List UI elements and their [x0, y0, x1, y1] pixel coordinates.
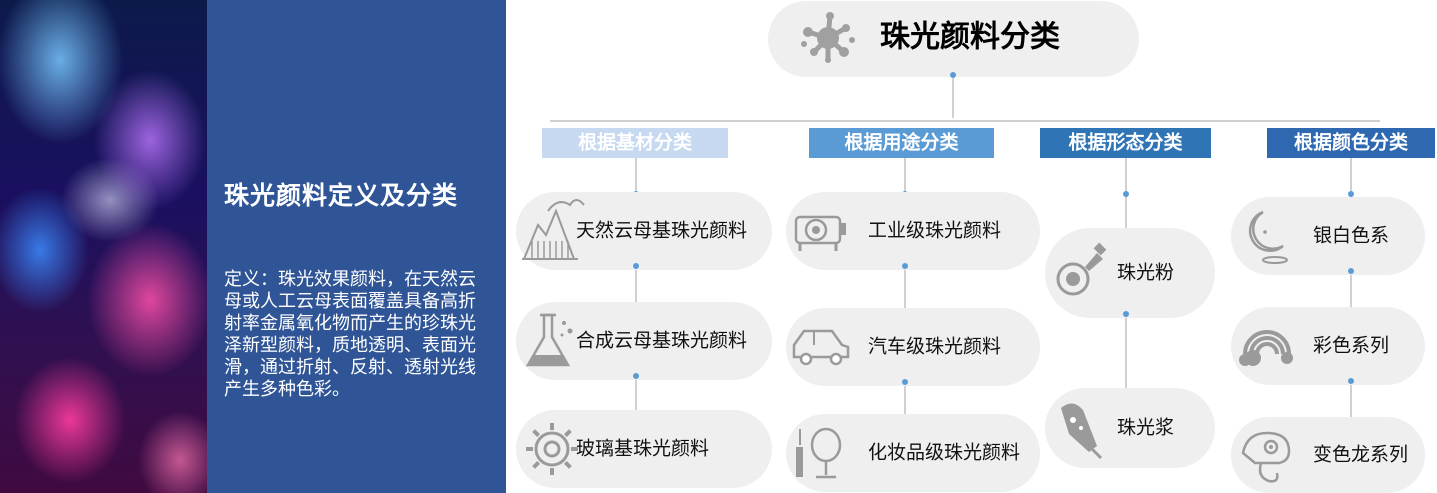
- item-pill: [516, 410, 772, 488]
- item-label: 工业级珠光颜料: [868, 220, 1001, 242]
- item-label: 合成云母基珠光颜料: [576, 330, 747, 352]
- item-label: 化妆品级珠光颜料: [868, 442, 1020, 464]
- panel-definition: 定义：珠光效果颜料，在天然云母或人工云母表面覆盖具备高折射率金属氧化物而产生的珍…: [224, 269, 476, 400]
- mirror-icon: [796, 427, 842, 479]
- item-label: 银白色系: [1313, 225, 1389, 247]
- root-label: 珠光颜料分类: [880, 20, 1060, 55]
- connector-dot: [902, 263, 908, 269]
- nebula-background: [0, 0, 207, 493]
- definition-panel: [207, 0, 506, 493]
- category-bar: [1267, 128, 1435, 158]
- item-pill: [786, 308, 1040, 386]
- mountain-icon: [522, 199, 585, 260]
- category-bar: [542, 128, 728, 158]
- flask-icon: [525, 313, 573, 367]
- item-pill: [516, 192, 772, 270]
- category-label: 根据基材分类: [578, 131, 692, 154]
- root-dot: [950, 72, 956, 78]
- connector-dot: [633, 263, 639, 269]
- machine-icon: [794, 215, 846, 251]
- powder-icon: [1056, 242, 1107, 296]
- category-bar: [1040, 128, 1211, 158]
- category-bar: [809, 128, 994, 158]
- connector-dot: [1348, 191, 1354, 197]
- item-pill: [786, 192, 1040, 270]
- connector-dot: [1123, 311, 1129, 317]
- item-pill: [516, 302, 772, 380]
- connector-dot: [1348, 268, 1354, 274]
- connector-dot: [1348, 378, 1354, 384]
- category-label: 根据用途分类: [844, 131, 958, 154]
- dropper-icon: [1061, 403, 1103, 460]
- category-label: 根据颜色分类: [1294, 131, 1408, 154]
- category-label: 根据形态分类: [1068, 131, 1182, 154]
- root-pill: [768, 1, 1139, 77]
- connector-dot: [1123, 191, 1129, 197]
- moon-icon: [1248, 210, 1288, 264]
- item-label: 珠光粉: [1117, 262, 1174, 284]
- item-label: 天然云母基珠光颜料: [576, 220, 747, 242]
- rainbow-icon: [1239, 330, 1293, 366]
- item-pill: [1231, 197, 1425, 275]
- gear-icon: [526, 423, 578, 475]
- item-label: 变色龙系列: [1313, 444, 1408, 466]
- item-label: 彩色系列: [1313, 335, 1389, 357]
- item-label: 汽车级珠光颜料: [868, 336, 1001, 358]
- connector-dot: [633, 373, 639, 379]
- pigment-splash-icon: [801, 12, 855, 63]
- item-pill: [786, 414, 1040, 492]
- chameleon-icon: [1241, 431, 1291, 483]
- item-pill: [1231, 307, 1425, 385]
- item-label: 珠光浆: [1117, 417, 1174, 439]
- car-icon: [792, 329, 850, 366]
- connector-dot: [902, 379, 908, 385]
- item-pill: [1045, 228, 1215, 318]
- panel-title: 珠光颜料定义及分类: [224, 181, 459, 210]
- item-label: 玻璃基珠光颜料: [576, 438, 709, 460]
